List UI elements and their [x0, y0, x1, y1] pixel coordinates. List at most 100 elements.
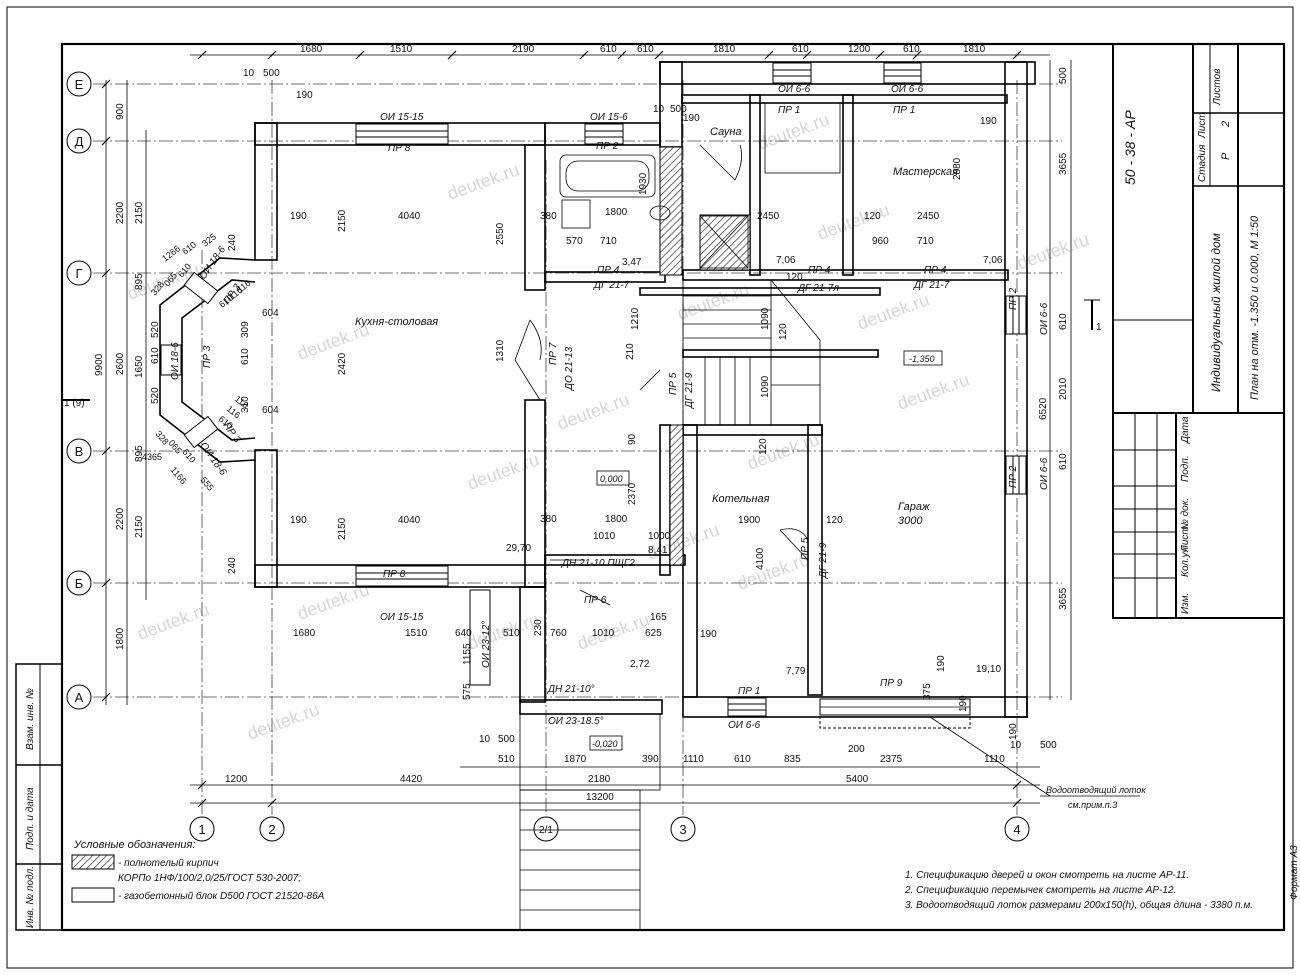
- axis-bubble-V: [66, 438, 92, 464]
- trench-callout-line2: см.прим.п.3: [1068, 800, 1117, 810]
- legend-title: Условные обозначения:: [73, 839, 195, 851]
- sauna-stove: [699, 215, 749, 269]
- window-oi6-6-b: [883, 62, 922, 84]
- section-mark-left-label: 1 (9): [64, 398, 85, 409]
- axis-bubble-4: [1004, 816, 1030, 842]
- dim-top-0: 1680: [300, 44, 323, 55]
- sheet-label: Лист: [1197, 112, 1208, 139]
- dim-right-3: 610: [1058, 313, 1069, 330]
- dim-inner-18: 2450: [917, 211, 940, 222]
- dim-inner-40: 120: [826, 515, 843, 526]
- dim-left-4: 2600: [115, 352, 126, 375]
- title-block: Дата Подп. № док. Лист Кол.уч Изм. 50 - …: [1112, 43, 1300, 900]
- dim-left-1: 2200: [115, 201, 126, 224]
- trench-callout: Водоотводящий лоток см.прим.п.3: [929, 716, 1146, 810]
- element-mark-16: ПР 5: [668, 372, 679, 395]
- dim-diag-0: 1266: [160, 243, 182, 263]
- dim-inner-31: 120: [778, 323, 789, 340]
- staircase: [682, 279, 821, 426]
- watermark-15: deutek.ru: [245, 699, 322, 743]
- notes: 1. Спецификацию дверей и окон смотреть н…: [904, 869, 1253, 911]
- element-mark-33: ПР 6: [584, 595, 607, 606]
- dim-diag-1: 610: [180, 239, 198, 256]
- element-mark-7: ПР 1: [893, 105, 915, 116]
- room-workshop: Мастерская: [893, 166, 958, 178]
- dim-left-13: 9900: [94, 353, 105, 376]
- dim-diag-15: 4365: [142, 452, 162, 462]
- dim-bottom-17: 500: [1040, 740, 1057, 751]
- dim-inner-44: 19,10: [976, 664, 1001, 675]
- element-mark-26: ПР 2: [1008, 465, 1019, 488]
- room-garage: Гараж: [898, 501, 930, 513]
- dim-inner-0: 4040: [398, 211, 421, 222]
- dim-inner-66: 610: [240, 348, 251, 365]
- wall-entry-left: [519, 586, 546, 703]
- axis-bubble-D: [66, 128, 92, 154]
- dim-inner-59: 1680: [293, 628, 316, 639]
- wall-divider-kitchen-low: [524, 399, 546, 588]
- section-mark-label: 1: [1096, 322, 1102, 333]
- wall-stair-lower: [682, 349, 879, 358]
- legend-brick-line2: КОРПо 1НФ/100/2,0/25/ГОСТ 530-2007;: [118, 873, 301, 884]
- room-labels: Кухня-столовая Сауна Мастерская Котельна…: [355, 126, 958, 527]
- window-bay-1: [183, 271, 219, 305]
- wall-sauna: [749, 94, 761, 276]
- title-block-rev-kol: Кол.уч: [1180, 547, 1191, 577]
- drain-trench: [819, 716, 971, 729]
- trench-callout-line1: Водоотводящий лоток: [1046, 785, 1146, 795]
- dim-top-15: 190: [683, 113, 700, 124]
- wall-row-g: [682, 269, 1009, 281]
- dim-left-2: 2150: [134, 201, 145, 224]
- dim-bottom-3: 13200: [586, 792, 614, 803]
- element-mark-32: ДН 21-10 ПЩГ2: [561, 558, 635, 569]
- dim-inner-27: 120: [786, 272, 803, 283]
- section-mark: 1 1 (9): [62, 299, 1102, 409]
- walls: [159, 61, 1036, 718]
- dim-top-8: 610: [903, 44, 920, 55]
- title-block-rev-date: Дата: [1180, 416, 1191, 444]
- dim-inner-42: 190: [700, 629, 717, 640]
- element-mark-30: ПР 8: [383, 569, 406, 580]
- dim-inner-60: 240: [227, 557, 238, 574]
- dim-inner-25: 190: [980, 116, 997, 127]
- dim-bottom-16: 10: [1010, 740, 1022, 751]
- element-mark-20: ПР 3: [202, 345, 213, 368]
- dim-top-11: 500: [263, 68, 280, 79]
- element-mark-28: ПР 5: [800, 537, 811, 560]
- element-mark-14: ПР 7: [548, 342, 559, 365]
- dim-left-11: 2150: [134, 515, 145, 538]
- title-block-rev-sign: Подп.: [1180, 455, 1191, 482]
- stage-value: Р: [1220, 152, 1232, 160]
- dim-top-5: 1810: [713, 44, 736, 55]
- room-boiler: Котельная: [712, 493, 770, 505]
- window-oi15-6-top: [584, 123, 624, 145]
- element-mark-11: ДГ 21-7л: [797, 283, 839, 294]
- element-mark-15: ДО 21-13: [564, 346, 575, 391]
- axis-bubble-B: [66, 570, 92, 596]
- dim-left-6: 610: [150, 347, 161, 364]
- watermark-13: deutek.ru: [135, 599, 212, 643]
- dim-top-1: 1510: [390, 44, 413, 55]
- side-stamp: Взам. инв. № Подп. и дата Инв. № подл.: [15, 663, 63, 931]
- dim-left-10: 2200: [115, 507, 126, 530]
- dim-top-10: 10: [243, 68, 255, 79]
- dim-inner-29: 1090: [760, 307, 771, 330]
- element-mark-21: ОИ 18-6: [170, 342, 181, 380]
- dim-inner-52: 230: [533, 619, 544, 636]
- dim-inner-56: 575: [462, 683, 473, 700]
- element-mark-17: ДГ 21-9: [684, 372, 695, 409]
- title-block-rev-izm: Изм.: [1180, 593, 1191, 614]
- dim-bottom-12: 200: [848, 744, 865, 755]
- wall-east: [1004, 61, 1028, 718]
- dim-inner-47: 190: [958, 695, 969, 712]
- dim-inner-23: 7,06: [983, 255, 1003, 266]
- washbasin: [561, 199, 591, 229]
- axis-label-G: Г: [75, 266, 82, 281]
- dim-bottom-1: 4420: [400, 774, 423, 785]
- dim-inner-45: 190: [936, 655, 947, 672]
- fixtures: [559, 102, 841, 269]
- room-kitchen: Кухня-столовая: [355, 316, 438, 328]
- wall-divider-kitchen: [524, 144, 546, 291]
- wall-inner-top: [681, 94, 1008, 104]
